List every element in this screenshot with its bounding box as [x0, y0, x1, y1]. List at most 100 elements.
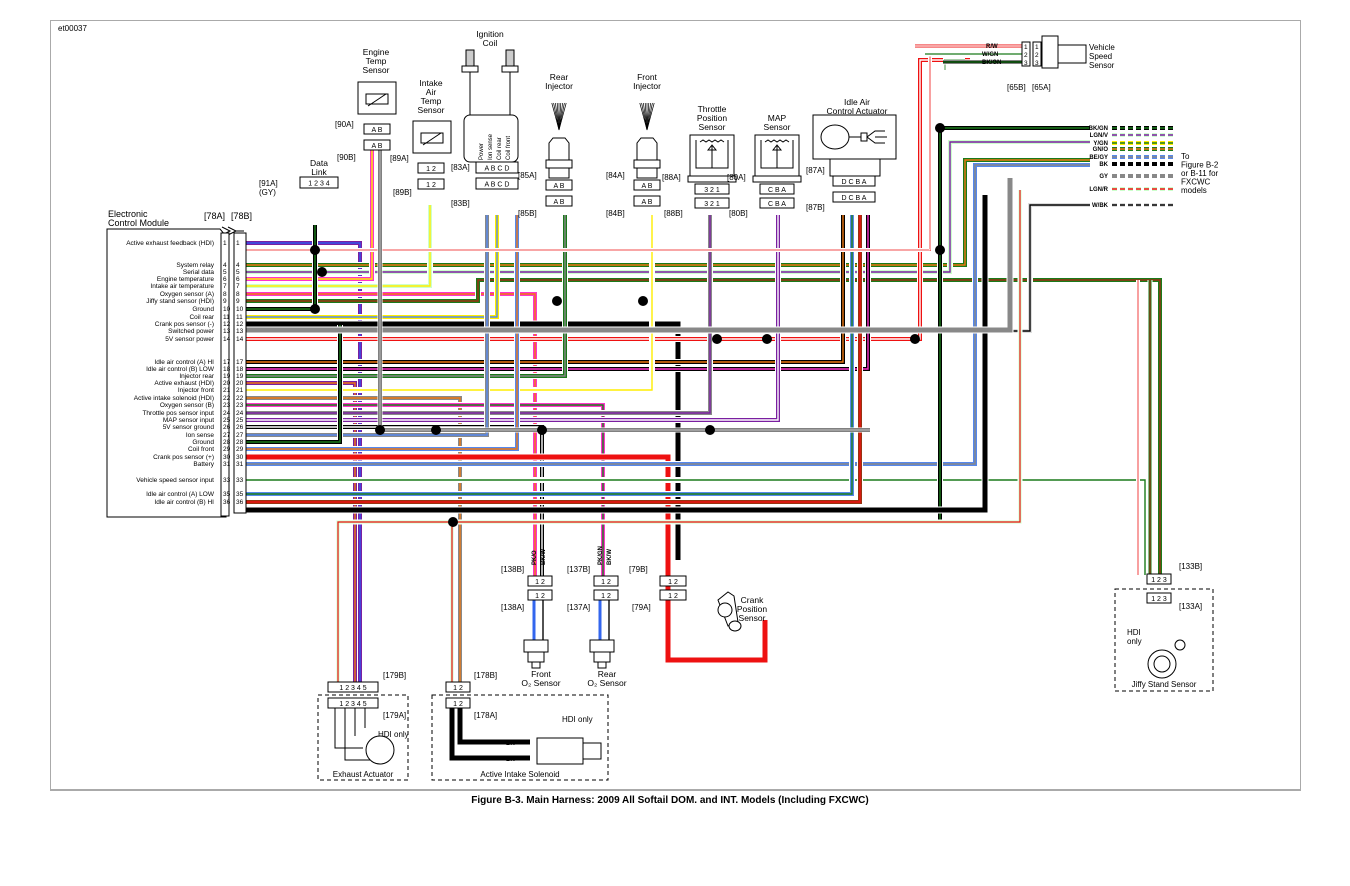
data-link-note: (GY)	[259, 188, 276, 197]
ecm-pin-number-a: 24	[223, 410, 231, 417]
ecm-pin-number-a: 21	[223, 387, 231, 394]
rear-injector-connector-b-label: [85B]	[518, 209, 537, 218]
ecm-pin-function: Crank pos sensor (-)	[155, 321, 214, 328]
tps-title-line: Sensor	[699, 122, 726, 132]
connector-housing	[445, 697, 471, 709]
iac-connector-a-label: [87A]	[806, 166, 825, 175]
coil-pin-label: Coil front	[506, 136, 512, 160]
front-o2-connector-a-label: [138A]	[501, 603, 524, 612]
crank-sensor-tip	[728, 620, 742, 632]
vss-pin: 3	[1035, 60, 1039, 67]
ecm-pin-number-b: 27	[236, 432, 244, 439]
ecm-pin-number-a: 12	[223, 321, 231, 328]
ecm-pin-number-a: 1	[223, 240, 227, 247]
jiffy-note: only	[1127, 637, 1142, 646]
ecm-pin-number-b: 14	[236, 336, 244, 343]
iac-connector-a: D C B A	[832, 175, 876, 187]
exhaust-note: HDI only	[378, 730, 409, 739]
front-o2-body	[523, 639, 549, 669]
splice-dot	[762, 334, 772, 344]
ecm-pin-number-a: 30	[223, 454, 231, 461]
connector-pin-labels: 1 2	[453, 701, 463, 708]
ecm-pin-number-b: 1	[236, 240, 240, 247]
front-injector-connector-a-label: [84A]	[606, 171, 625, 180]
wire-outline	[246, 453, 769, 664]
connector-housing	[527, 575, 553, 587]
tps-connector-a: 3 2 1	[694, 183, 730, 195]
intake-lead-label: BK	[506, 757, 515, 763]
connector-housing	[417, 162, 445, 174]
splice-dot	[712, 334, 722, 344]
data-link-connector: 1 2 3 4	[299, 176, 339, 189]
ecm-pin-function: Coil front	[188, 446, 214, 453]
ecm-pin-number-a: 35	[223, 491, 231, 498]
wire-stripe	[246, 215, 711, 414]
map-sensor-connector-a: C B A	[759, 183, 795, 195]
wire-pin-1	[246, 240, 363, 690]
connector-pin-labels: 1 2 3 4	[308, 181, 330, 188]
crank-sensor-icon	[717, 602, 733, 618]
ecm-pin-number-b: 11	[236, 314, 243, 321]
ecm-pin-number-a: 28	[223, 439, 231, 446]
trunk-wire-label: W/BK	[1092, 203, 1109, 209]
wire-base	[246, 178, 1013, 333]
ecm-pin-function: Serial data	[183, 269, 214, 276]
front-o2-title-line: Front	[531, 669, 551, 679]
connector-pin-labels: D C B A	[842, 179, 867, 186]
wire-stripe	[246, 215, 853, 495]
wire-stripe	[246, 164, 1090, 465]
ecm-pin-number-a: 20	[223, 380, 231, 387]
trunk-wire-label: BK	[1099, 162, 1108, 168]
connector-pin-labels: A B	[642, 183, 653, 190]
ecm-pin-number-b: 13	[236, 328, 244, 335]
exhaust-connector-b-label: [179B]	[383, 671, 406, 680]
ecm-pin-number-b: 10	[236, 306, 244, 313]
connector-pin-labels: C B A	[768, 187, 786, 194]
connector-housing	[593, 575, 619, 587]
ecm-pin-number-a: 14	[223, 336, 231, 343]
ecm-pin-number-a: 23	[223, 402, 231, 409]
plug-boot	[501, 65, 519, 73]
ecm-pin-number-a: 5	[223, 269, 227, 276]
vss-pin: 1	[1024, 44, 1028, 51]
vss-connector-a	[1032, 41, 1042, 67]
ecm-pin-function: Crank pos sensor (+)	[153, 454, 214, 461]
connector-housing	[1146, 592, 1172, 604]
connector-pin-labels: A B	[554, 199, 565, 206]
splice-dot	[448, 517, 458, 527]
tps-connector-b: 3 2 1	[694, 197, 730, 209]
jiffy-sensor-tab	[1174, 639, 1186, 651]
trunk-destination-line: Figure B-2	[1181, 161, 1219, 170]
ecm-connector-a-label: [78A]	[204, 211, 225, 221]
splice-dot	[910, 334, 920, 344]
intake-note: HDI only	[562, 715, 593, 724]
ecm-pin-function: Idle air control (B) LOW	[146, 366, 215, 373]
thermistor-icon	[365, 93, 389, 107]
coil-connector-b-label: [83B]	[451, 199, 470, 208]
ecm-pin-number-a: 4	[223, 262, 227, 269]
ecm-pin-number-b: 12	[236, 321, 244, 328]
ecm-pin-number-a: 33	[223, 477, 231, 484]
coil-pin-label: Coil rear	[497, 137, 503, 160]
ecm-pin-function: Active intake solenoid (HDI)	[134, 395, 214, 402]
ecm-pin-number-b: 17	[236, 359, 244, 366]
rear-o2-wire-label: PK/GN	[598, 546, 604, 565]
wire-pin-20	[246, 380, 358, 690]
trunk-gy	[246, 178, 1014, 334]
connector-housing	[659, 575, 687, 587]
crank-title-line: Sensor	[739, 613, 766, 623]
ecm-pin-function: Ground	[192, 306, 214, 313]
vss-title-line: Vehicle	[1089, 43, 1115, 52]
exhaust-connector-a-label: [179A]	[383, 711, 406, 720]
ignition-coil-connector-b: A B C D	[475, 177, 519, 190]
intake-solenoid-plunger	[582, 742, 602, 760]
connector-pin-labels: 1 2 3	[1151, 577, 1167, 584]
wire-stripe	[246, 215, 518, 450]
front-injector-collar	[633, 159, 661, 169]
wire-stripe	[246, 215, 779, 421]
jiffy-title: Jiffy Stand Sensor	[1132, 680, 1197, 689]
